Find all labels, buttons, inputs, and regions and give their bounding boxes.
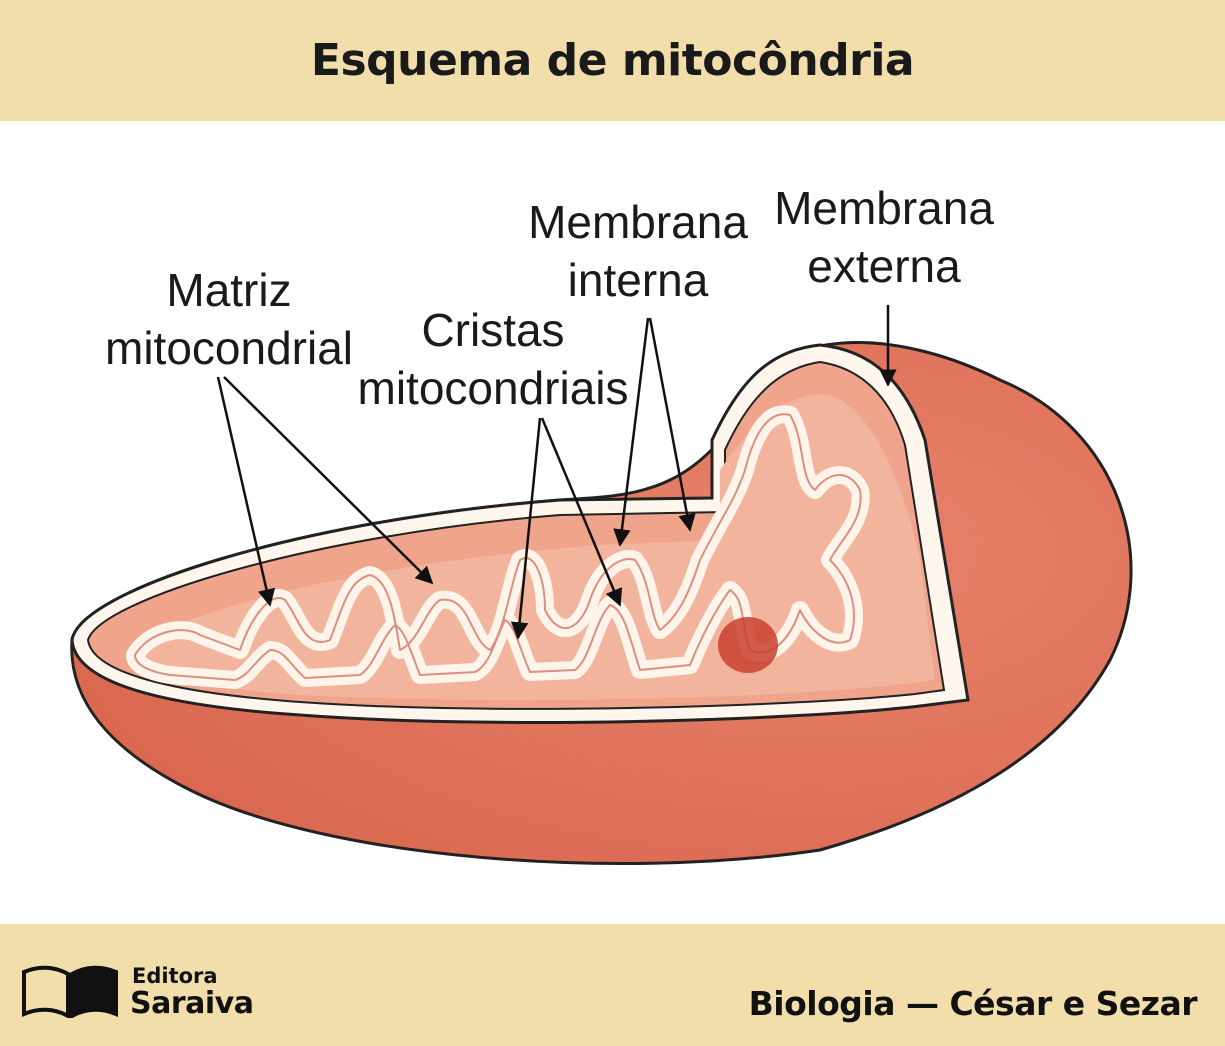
publisher-line1: Editora (132, 964, 218, 988)
footer-banner: Editora Saraiva Biologia — César e Sezar (0, 924, 1225, 1046)
arrow-cristas-right (540, 417, 623, 607)
label-externa-1: Membrana (774, 182, 994, 234)
label-matriz-1: Matriz (166, 264, 291, 316)
matrix-spot (718, 617, 778, 673)
label-interna-2: interna (568, 254, 709, 306)
publisher-logo: Editora Saraiva (20, 962, 280, 1022)
mitochondrion-diagram: Matriz mitocondrial Cristas mitocondriai… (0, 121, 1225, 924)
title-banner: Esquema de mitocôndria (0, 0, 1225, 121)
book-credit: Biologia — César e Sezar (748, 984, 1198, 1023)
arrow-interna-right (648, 317, 696, 532)
publisher-line2: Saraiva (130, 986, 254, 1021)
page-title: Esquema de mitocôndria (310, 35, 915, 86)
label-cristas-1: Cristas (421, 304, 564, 356)
label-externa-2: externa (807, 240, 961, 292)
arrow-cristas-left (510, 417, 542, 640)
arrow-matriz-left (216, 376, 276, 607)
label-matriz-2: mitocondrial (105, 322, 353, 374)
book-icon (22, 965, 118, 1020)
arrow-matriz-right (223, 376, 434, 585)
label-interna-1: Membrana (528, 196, 748, 248)
arrow-interna-left (613, 317, 650, 547)
label-cristas-2: mitocondriais (358, 362, 629, 414)
